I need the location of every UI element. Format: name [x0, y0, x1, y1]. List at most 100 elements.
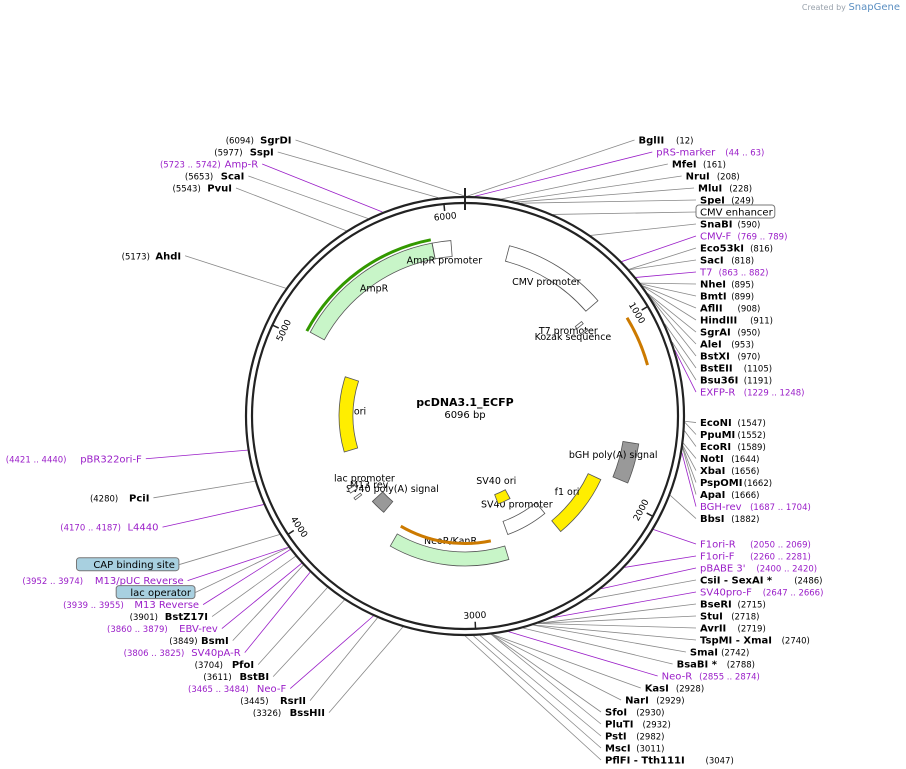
site-position: (3445) [240, 697, 268, 707]
connector-line [635, 271, 697, 278]
site-position: (161) [703, 161, 726, 171]
site-name: BbsI [700, 514, 724, 525]
tick-mark [287, 529, 295, 536]
site-position: (2719) [738, 625, 766, 635]
site-name: ApaI [700, 490, 725, 501]
site-position: (1552) [738, 431, 766, 441]
site-label: AhdI(5173) [122, 251, 181, 262]
orf-frame-neo [400, 524, 492, 545]
site-label: BGH-rev(1687 .. 1704) [700, 502, 811, 513]
connector-line [647, 293, 697, 345]
site-name: ScaI [221, 172, 245, 183]
site-name: Eco53kI [700, 244, 744, 255]
connector-line [479, 635, 602, 737]
site-label: pBABE 3'(2400 .. 2420) [700, 564, 817, 575]
site-position: (590) [738, 221, 761, 231]
site-position: (1662) [744, 479, 772, 489]
site-name: KasI [645, 684, 669, 695]
site-name: CMV enhancer [700, 208, 774, 219]
site-name: SnaBI [700, 220, 732, 231]
feature-ori [338, 376, 360, 453]
site-label: SmaI(2742) [690, 648, 749, 659]
connector-line [202, 549, 291, 605]
site-position: (2930) [636, 709, 664, 719]
connector-line [533, 624, 686, 653]
site-name: CsiI - SexAI * [700, 576, 773, 587]
site-label: pBR322ori-F(4421 .. 4440) [6, 454, 142, 465]
site-name: SgrAI [700, 328, 731, 339]
site-position: (2050 .. 2069) [750, 541, 811, 551]
site-name: AleI [700, 340, 722, 351]
site-name: XbaI [700, 466, 725, 477]
connector-line [538, 615, 697, 624]
site-label: T7(863 .. 882) [699, 268, 768, 279]
site-position: (818) [731, 257, 754, 267]
feature-cmv-promoter [504, 245, 599, 312]
connector-line [184, 255, 286, 289]
site-position: (899) [731, 293, 754, 303]
site-name: PluTI [605, 720, 633, 731]
feature-bgh-poly-a-signal [612, 440, 640, 484]
connector-line [232, 564, 304, 641]
tick-label: 3000 [463, 611, 487, 622]
site-position: (3611) [203, 673, 231, 683]
site-label: SgrDI(6094) [226, 136, 292, 147]
connector-line [640, 282, 697, 285]
site-label: MscI(3011) [605, 744, 664, 755]
connector-line [649, 296, 697, 357]
site-name: BmtI [700, 292, 727, 303]
tick-mark [272, 324, 280, 329]
site-position: (2486) [794, 577, 822, 587]
site-position: (2742) [721, 649, 749, 659]
site-label: PflFI - Tth111I(3047) [605, 756, 734, 767]
site-label: M13/pUC Reverse(3952 .. 3974) [22, 576, 183, 587]
site-label: BstXI(970) [700, 352, 760, 363]
connector-line [244, 571, 311, 653]
site-name: RsrII [280, 696, 306, 707]
site-label: L4440(4170 .. 4187) [60, 523, 158, 534]
feature-lac-promoter [347, 484, 358, 494]
site-position: (895) [731, 281, 754, 291]
site-name: SacI [700, 256, 724, 267]
site-name: SV40pA-R [191, 648, 240, 659]
connector-line [621, 235, 697, 262]
tick-mark [646, 512, 654, 518]
feature-label: AmpR [360, 284, 389, 295]
connector-line [153, 480, 255, 499]
site-position: (3806 .. 3825) [124, 649, 185, 659]
site-position: (908) [738, 305, 761, 315]
connector-line [682, 445, 697, 471]
site-label: BbsI(1882) [700, 514, 759, 525]
site-position: (4170 .. 4187) [60, 524, 121, 534]
site-position: (2740) [782, 637, 810, 647]
site-position: (2855 .. 2874) [699, 673, 760, 683]
feature-sv40-ori [494, 489, 511, 505]
connector-line [681, 452, 697, 507]
site-name: AhdI [155, 251, 181, 262]
site-label: MluI(228) [698, 184, 752, 195]
site-label: PvuI(5543) [173, 184, 232, 195]
feature-label: CMV promoter [512, 277, 581, 288]
site-label: EcoNI(1547) [700, 418, 766, 429]
site-position: (3952 .. 3974) [22, 577, 83, 587]
site-position: (4421 .. 4440) [6, 455, 67, 465]
site-label: SV40pro-F(2647 .. 2666) [700, 588, 823, 599]
site-name: lac operator [130, 588, 191, 599]
feature-t7-promoter [574, 320, 584, 330]
site-position: (769 .. 789) [738, 233, 788, 243]
connector-line [640, 283, 697, 297]
connector-line [682, 447, 697, 495]
feature-kozak-sequence [580, 328, 589, 336]
site-position: (3704) [195, 661, 223, 671]
site-name: PpuMI [700, 430, 735, 441]
connector-line [328, 626, 404, 713]
connector-line [491, 634, 602, 713]
connector-line [235, 187, 347, 232]
site-label: PfoI(3704) [195, 660, 254, 671]
site-name: CMV-F [700, 232, 731, 243]
connector-line [289, 615, 374, 689]
site-name: EcoNI [700, 418, 732, 429]
connector-line [533, 624, 697, 641]
